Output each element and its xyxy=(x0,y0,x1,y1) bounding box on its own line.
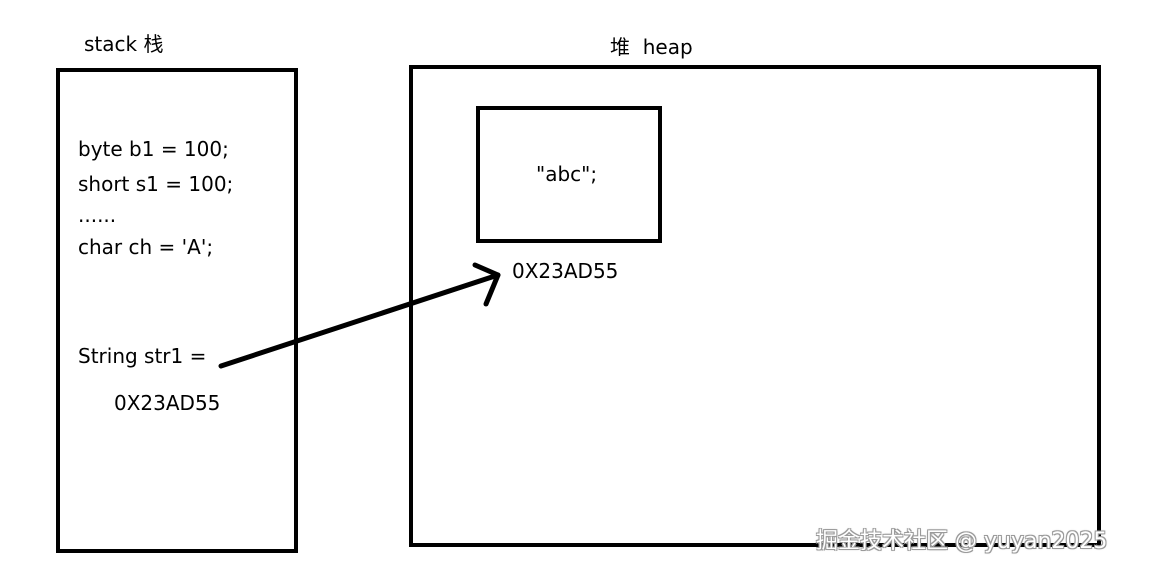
stack-ellipsis: ...... xyxy=(78,203,117,227)
stack-reference-declaration: String str1 = xyxy=(78,344,207,368)
stack-variable-s1: short s1 = 100; xyxy=(78,172,234,196)
heap-object-address: 0X23AD55 xyxy=(512,259,619,283)
heap-string-literal: "abc"; xyxy=(536,162,598,186)
stack-title: stack 栈 xyxy=(84,32,164,56)
watermark-text: 掘金技术社区 @ yuyan2025 xyxy=(816,529,1108,554)
stack-variable-b1: byte b1 = 100; xyxy=(78,137,229,161)
stack-reference-address: 0X23AD55 xyxy=(114,391,221,415)
heap-string-object xyxy=(476,106,662,243)
stack-variable-ch: char ch = 'A'; xyxy=(78,235,214,259)
heap-title: 堆 heap xyxy=(610,35,693,59)
